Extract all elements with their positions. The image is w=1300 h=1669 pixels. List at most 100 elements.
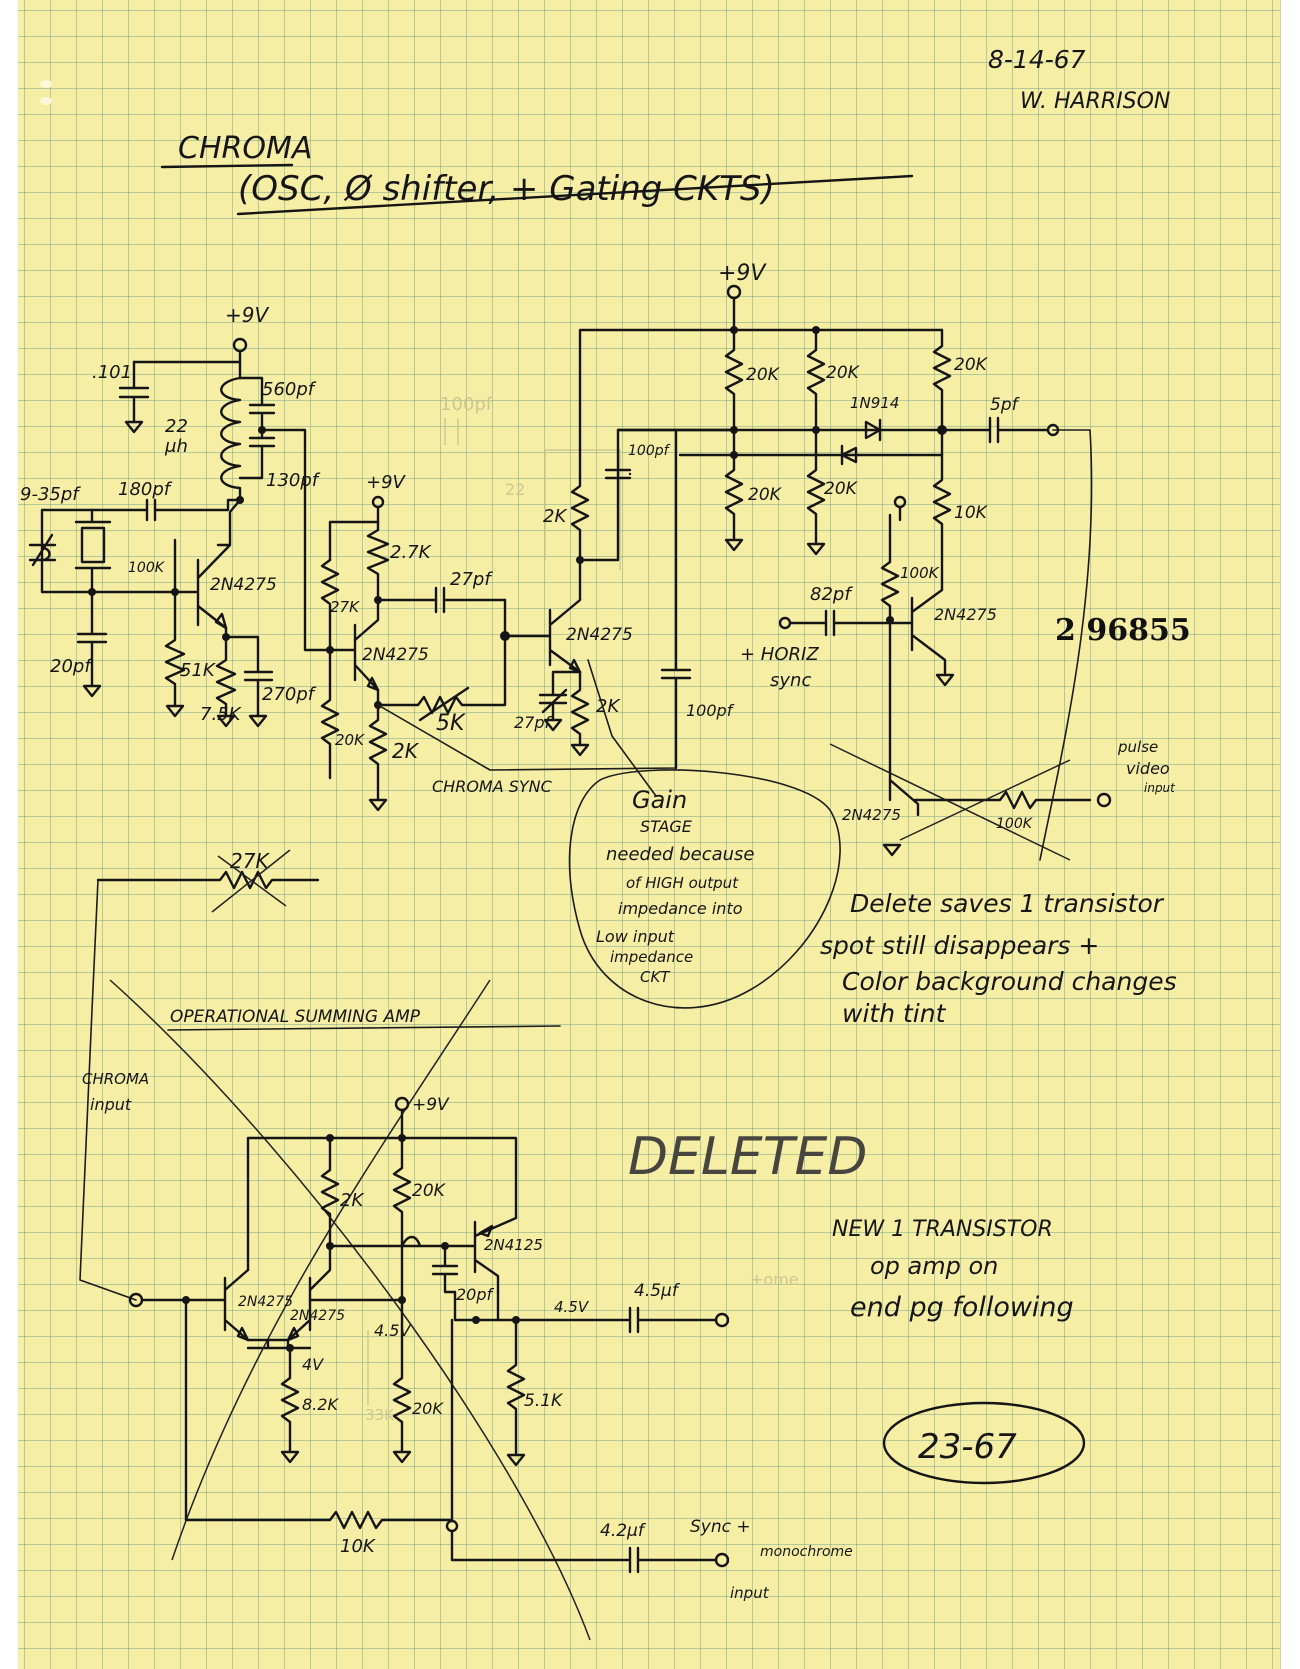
svg-text:CHROMA SYNC: CHROMA SYNC <box>432 777 553 796</box>
svg-text:2N4275: 2N4275 <box>842 806 901 824</box>
svg-text:22: 22 <box>165 416 188 437</box>
serial-stamp: 2 96855 <box>1055 613 1191 648</box>
svg-text:input: input <box>90 1095 132 1114</box>
svg-text:input: input <box>1144 781 1176 795</box>
supply-label-osc: +9V <box>225 303 269 327</box>
svg-text:9-35pf: 9-35pf <box>20 484 81 505</box>
svg-text:op amp on: op amp on <box>870 1252 998 1280</box>
svg-text:Sync +: Sync + <box>690 1517 751 1537</box>
svg-text:.101: .101 <box>92 362 132 383</box>
svg-text:4.5μf: 4.5μf <box>634 1281 681 1301</box>
svg-text:of HIGH output: of HIGH output <box>626 874 739 892</box>
svg-text:2N4275: 2N4275 <box>290 1308 345 1324</box>
svg-text:2K: 2K <box>392 739 420 763</box>
svg-text:20pf: 20pf <box>50 656 93 677</box>
svg-text:+9V: +9V <box>718 261 767 286</box>
svg-text:20K: 20K <box>824 479 859 499</box>
date: 8-14-67 <box>988 45 1086 74</box>
svg-text:270pf: 270pf <box>262 684 317 705</box>
svg-text:+9V: +9V <box>182 0 218 4</box>
svg-text:8.2K: 8.2K <box>302 1395 339 1414</box>
svg-text:180pf: 180pf <box>118 479 173 500</box>
gain-stage-section: 2N4275 2K 100pf 2K 27pf 100pf <box>503 328 736 797</box>
svg-text:2K: 2K <box>596 696 620 717</box>
svg-text:5K: 5K <box>436 711 466 736</box>
title-line1: CHROMA <box>178 131 312 166</box>
svg-text:+9V: +9V <box>366 472 407 493</box>
author: W. HARRISON <box>1020 89 1170 114</box>
svg-text:monochrome: monochrome <box>760 1544 853 1560</box>
svg-text:100pf: 100pf <box>686 701 735 720</box>
svg-text:20K: 20K <box>748 485 783 505</box>
svg-text:μh: μh <box>164 436 188 457</box>
svg-text:33K: 33K <box>365 1406 395 1424</box>
svg-text:pulse: pulse <box>1117 738 1158 756</box>
yellow-graph-paper <box>18 0 1281 1669</box>
svg-text:sync: sync <box>770 670 811 691</box>
svg-text:560pf: 560pf <box>262 379 317 400</box>
svg-text:NEW 1 TRANSISTOR: NEW 1 TRANSISTOR <box>832 1217 1053 1242</box>
svg-text:27pf: 27pf <box>514 713 553 732</box>
svg-text:10K: 10K <box>340 1536 376 1557</box>
svg-text:Color background changes: Color background changes <box>842 967 1177 996</box>
svg-text:10K: 10K <box>954 503 989 523</box>
svg-text:OPERATIONAL SUMMING AMP: OPERATIONAL SUMMING AMP <box>170 1007 421 1027</box>
svg-text:2K: 2K <box>543 506 567 527</box>
svg-text:2K: 2K <box>340 1190 364 1211</box>
new-opamp-note: NEW 1 TRANSISTOR op amp on end pg follow… <box>832 1217 1074 1323</box>
svg-text:20K: 20K <box>335 731 365 749</box>
svg-text:4V: 4V <box>302 1355 324 1374</box>
svg-text:22: 22 <box>505 480 525 499</box>
svg-text:23-67: 23-67 <box>918 1427 1017 1467</box>
svg-text:input: input <box>730 1584 770 1602</box>
svg-text:with tint: with tint <box>842 999 947 1028</box>
gating-section: +9V 20K 20K 20K 1N914 5pf <box>616 261 1176 861</box>
deleted-label: DELETED <box>628 1127 867 1187</box>
svg-text:51K: 51K <box>180 660 216 681</box>
svg-text:+ome: +ome <box>750 1270 799 1289</box>
svg-text:end pg following: end pg following <box>850 1292 1074 1323</box>
svg-text:2N4275: 2N4275 <box>566 625 633 645</box>
svg-text:20K: 20K <box>826 363 861 383</box>
svg-text:2N4275: 2N4275 <box>238 1294 293 1310</box>
svg-text:82pf: 82pf <box>810 584 853 605</box>
svg-text:STAGE: STAGE <box>640 817 693 836</box>
svg-text:+ HORIZ: + HORIZ <box>740 644 819 665</box>
svg-text:2N4275: 2N4275 <box>362 645 429 665</box>
svg-text:Gain: Gain <box>632 786 687 814</box>
svg-text:2N4125: 2N4125 <box>484 1236 543 1254</box>
svg-text:spot still disappears +: spot still disappears + <box>820 931 1099 960</box>
svg-text:130pf: 130pf <box>266 470 321 491</box>
svg-text:needed because: needed because <box>606 844 755 865</box>
svg-text:2N4275: 2N4275 <box>210 575 277 595</box>
oscillator-section: +9V .101 22 μh 560pf 130pf 9-35pf <box>20 0 332 728</box>
svg-text:100K: 100K <box>996 816 1034 832</box>
svg-text:27pf: 27pf <box>450 569 493 590</box>
svg-text:20K: 20K <box>746 365 781 385</box>
svg-text:CKT: CKT <box>640 968 671 986</box>
svg-text:+9V: +9V <box>412 1095 450 1115</box>
svg-text:2N4275: 2N4275 <box>934 605 997 624</box>
svg-text:4.2μf: 4.2μf <box>600 1521 647 1541</box>
svg-text:Delete saves 1 transistor: Delete saves 1 transistor <box>850 889 1165 918</box>
svg-text:impedance into: impedance into <box>618 899 743 918</box>
svg-text:5pf: 5pf <box>990 395 1021 415</box>
svg-text:20K: 20K <box>412 1181 447 1201</box>
gain-stage-note: Gain STAGE needed because of HIGH output… <box>568 769 841 1009</box>
svg-text:27K: 27K <box>330 598 360 616</box>
svg-text:100K: 100K <box>128 560 166 576</box>
svg-text:4.5V: 4.5V <box>374 1321 411 1340</box>
svg-text:1N914: 1N914 <box>850 394 899 412</box>
svg-text:20K: 20K <box>954 355 989 375</box>
svg-text:100pf: 100pf <box>440 394 493 415</box>
summing-amp-section: 27K OPERATIONAL SUMMING AMP CHROMA input… <box>79 849 853 1641</box>
svg-text:4.5V: 4.5V <box>554 1298 590 1316</box>
svg-text:20pf: 20pf <box>456 1285 495 1304</box>
svg-text:20K: 20K <box>412 1399 444 1418</box>
svg-text:CHROMA: CHROMA <box>82 1070 149 1088</box>
svg-text:2.7K: 2.7K <box>390 542 432 563</box>
bleed-through-marks: 100pf 22 +ome 33K <box>365 394 799 1424</box>
svg-text:7.5K: 7.5K <box>200 704 242 725</box>
